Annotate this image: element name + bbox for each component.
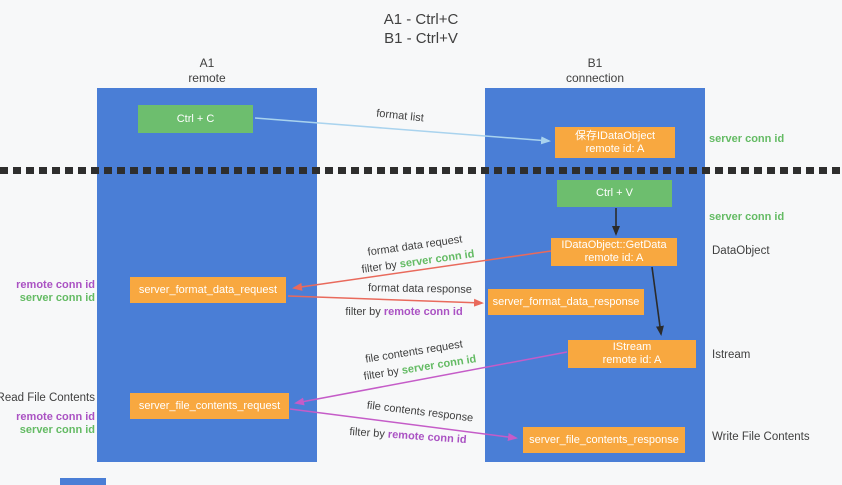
arrow-label-filter-remote-conn-id-1: filter by remote conn id bbox=[345, 306, 462, 318]
title-line-2: B1 - Ctrl+V bbox=[384, 30, 458, 47]
column-header-b1: B1 connection bbox=[485, 56, 705, 86]
node-server-format-data-request: server_format_data_request bbox=[130, 277, 286, 303]
page-title: A1 - Ctrl+C B1 - Ctrl+V bbox=[0, 10, 842, 48]
arrow-format-data-response bbox=[287, 295, 484, 307]
node-server-file-contents-request: server_file_contents_request bbox=[130, 393, 289, 419]
title-line-1: A1 - Ctrl+C bbox=[383, 11, 459, 28]
bottom-edge-artifact bbox=[60, 478, 106, 485]
label-remote-conn-id-1: remote conn id bbox=[16, 279, 95, 291]
node-save-dataobject-line2: remote id: A bbox=[585, 142, 645, 155]
label-server-conn-id-1: server conn id bbox=[19, 292, 95, 304]
node-server-format-data-request-label: server_format_data_request bbox=[138, 283, 278, 296]
node-server-format-data-response: server_format_data_response bbox=[488, 289, 644, 315]
remote-conn-id-text: remote conn id bbox=[383, 306, 463, 318]
label-write-file-contents: Write File Contents bbox=[712, 431, 810, 443]
node-ctrl-c-label: Ctrl + C bbox=[176, 112, 215, 125]
node-ctrl-c: Ctrl + C bbox=[138, 105, 253, 133]
node-istream-line2: remote id: A bbox=[602, 354, 662, 366]
remote-conn-id-text: remote conn id bbox=[387, 428, 467, 447]
label-server-conn-id-top: server conn id bbox=[709, 133, 785, 145]
filter-by-text: filter by bbox=[345, 306, 381, 318]
node-server-file-contents-response-label: server_file_contents_response bbox=[529, 433, 679, 446]
node-server-file-contents-response: server_file_contents_response bbox=[523, 427, 685, 453]
label-read-file-contents: Read File Contents bbox=[0, 392, 95, 404]
column-b1-subtitle: connection bbox=[565, 71, 625, 85]
arrow-label-file-contents-response: file contents response bbox=[366, 399, 474, 425]
filter-by-text: filter by bbox=[349, 425, 386, 441]
arrow-label-filter-remote-conn-id-2: filter by remote conn id bbox=[349, 426, 467, 446]
column-b1-name: B1 bbox=[587, 56, 603, 70]
filter-by-text: filter by bbox=[360, 259, 398, 276]
column-a1-subtitle: remote bbox=[188, 71, 226, 85]
node-istream: IStream remote id: A bbox=[568, 340, 696, 368]
arrow-label-format-data-response: format data response bbox=[367, 282, 473, 296]
arrow-label-format-list: format list bbox=[375, 107, 425, 125]
node-server-file-contents-request-label: server_file_contents_request bbox=[138, 399, 281, 412]
node-istream-line1: IStream bbox=[612, 341, 652, 353]
node-getdata-line1: IDataObject::GetData bbox=[561, 239, 667, 251]
label-dataobject: DataObject bbox=[712, 245, 770, 257]
column-header-a1: A1 remote bbox=[97, 56, 317, 86]
node-getdata-line2: remote id: A bbox=[584, 252, 644, 264]
node-server-format-data-response-label: server_format_data_response bbox=[492, 295, 640, 308]
column-a1-name: A1 bbox=[199, 56, 215, 70]
label-server-conn-id-mid: server conn id bbox=[709, 211, 785, 223]
node-save-dataobject: 保存IDataObject remote id: A bbox=[555, 127, 675, 158]
dashed-divider bbox=[0, 167, 842, 174]
label-server-conn-id-2: server conn id bbox=[19, 424, 95, 436]
node-ctrl-v-label: Ctrl + V bbox=[596, 187, 633, 199]
node-getdata: IDataObject::GetData remote id: A bbox=[551, 238, 677, 266]
node-save-dataobject-line1: 保存IDataObject bbox=[574, 129, 656, 142]
filter-by-text: filter by bbox=[362, 365, 400, 383]
label-remote-conn-id-2: remote conn id bbox=[16, 411, 95, 423]
node-ctrl-v: Ctrl + V bbox=[557, 180, 672, 207]
label-istream: Istream bbox=[712, 349, 751, 361]
